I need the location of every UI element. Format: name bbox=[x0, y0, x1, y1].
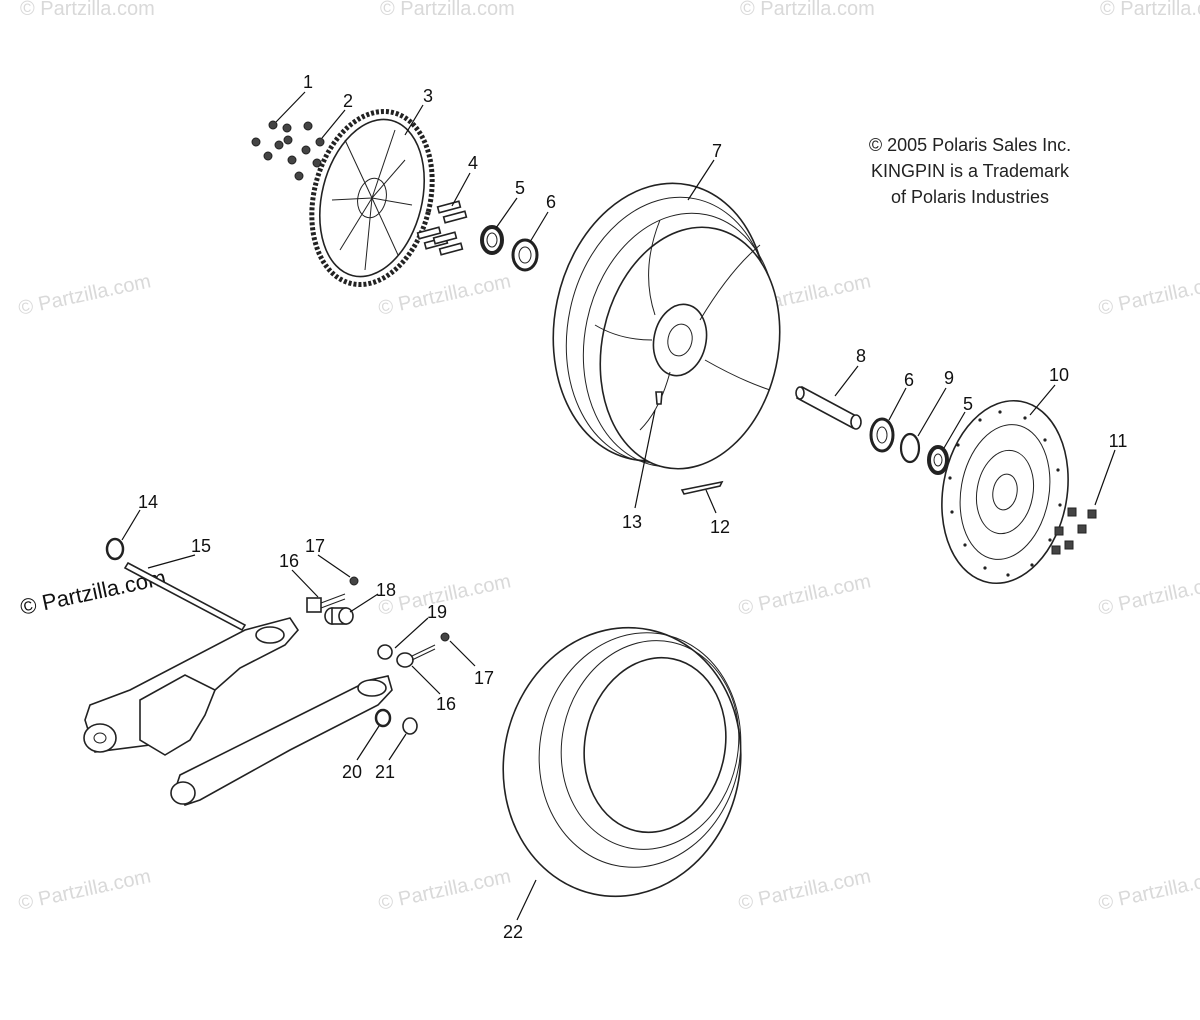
callouts: 1 2 3 4 5 6 7 8 6 9 10 5 11 12 13 14 15 … bbox=[138, 72, 1127, 942]
watermark: © Partzilla.com bbox=[1096, 270, 1200, 320]
callout-20: 20 bbox=[342, 762, 362, 782]
tire bbox=[502, 626, 742, 898]
leader-lines bbox=[121, 91, 1116, 921]
callout-8: 8 bbox=[856, 346, 866, 366]
watermark: © Partzilla.com bbox=[736, 865, 872, 915]
watermark: © Partzilla.com bbox=[380, 0, 515, 20]
nut-21 bbox=[402, 717, 418, 735]
sprocket-pulley bbox=[309, 108, 435, 288]
watermark: © Partzilla.com bbox=[20, 0, 155, 20]
nut-17-left bbox=[349, 576, 359, 586]
callout-16: 16 bbox=[279, 551, 299, 571]
watermark: © Partzilla.com bbox=[1096, 570, 1200, 620]
bearing-left bbox=[511, 238, 539, 272]
seal-left bbox=[480, 225, 504, 255]
callout-1: 1 bbox=[303, 72, 313, 92]
pivot-shaft bbox=[123, 561, 247, 632]
trademark-owner-line: of Polaris Industries bbox=[890, 187, 1050, 207]
callout-22: 22 bbox=[503, 922, 523, 942]
watermark: © Partzilla.com bbox=[740, 0, 875, 20]
watermark: © Partzilla.com bbox=[376, 865, 512, 915]
callout-17: 17 bbox=[305, 536, 325, 556]
copyright-notice: © 2005 Polaris Sales Inc. KINGPIN is a T… bbox=[840, 132, 1100, 210]
callout-9: 9 bbox=[944, 368, 954, 388]
callout-6: 6 bbox=[546, 192, 556, 212]
brake-disc bbox=[941, 399, 1069, 585]
adjuster-left bbox=[306, 593, 346, 613]
watermark: © Partzilla.com bbox=[1096, 865, 1200, 915]
pivot-cap bbox=[105, 537, 125, 561]
watermark: © Partzilla.com bbox=[736, 570, 872, 620]
trademark-line: KINGPIN is a Trademark bbox=[870, 161, 1070, 181]
callout-5: 5 bbox=[515, 178, 525, 198]
watermark: © Partzilla.com bbox=[16, 270, 152, 320]
nut-17-right bbox=[440, 632, 450, 642]
rear-wheel-rim bbox=[552, 182, 781, 470]
snap-ring bbox=[899, 432, 921, 464]
adjuster-right bbox=[396, 644, 436, 668]
callout-10: 10 bbox=[1049, 365, 1069, 385]
studs bbox=[416, 200, 468, 256]
callout-5b: 5 bbox=[963, 394, 973, 414]
callout-18: 18 bbox=[376, 580, 396, 600]
callout-15: 15 bbox=[191, 536, 211, 556]
callout-21: 21 bbox=[375, 762, 395, 782]
balance-weight bbox=[680, 480, 724, 495]
swingarm bbox=[83, 617, 393, 806]
watermark: © Partzilla.com bbox=[1100, 0, 1200, 20]
washer-20 bbox=[374, 708, 392, 728]
callout-17b: 17 bbox=[474, 668, 494, 688]
callout-3: 3 bbox=[423, 86, 433, 106]
callout-7: 7 bbox=[712, 141, 722, 161]
watermark: © Partzilla.com bbox=[376, 270, 512, 320]
nuts-group bbox=[251, 120, 325, 181]
callout-16b: 16 bbox=[436, 694, 456, 714]
callout-14: 14 bbox=[138, 492, 158, 512]
seal-right bbox=[927, 445, 949, 475]
callout-13: 13 bbox=[622, 512, 642, 532]
collar-19 bbox=[377, 644, 393, 660]
axle-spacer bbox=[795, 385, 862, 430]
callout-2: 2 bbox=[343, 91, 353, 111]
watermark: © Partzilla.com bbox=[16, 865, 152, 915]
callout-4: 4 bbox=[468, 153, 478, 173]
callout-11: 11 bbox=[1109, 431, 1128, 451]
disc-bolts bbox=[1051, 507, 1097, 555]
bushing-18 bbox=[324, 607, 354, 625]
callout-6b: 6 bbox=[904, 370, 914, 390]
callout-19: 19 bbox=[427, 602, 447, 622]
bearing-right bbox=[869, 417, 895, 453]
copyright-line: © 2005 Polaris Sales Inc. bbox=[868, 135, 1072, 155]
callout-12: 12 bbox=[710, 517, 730, 537]
